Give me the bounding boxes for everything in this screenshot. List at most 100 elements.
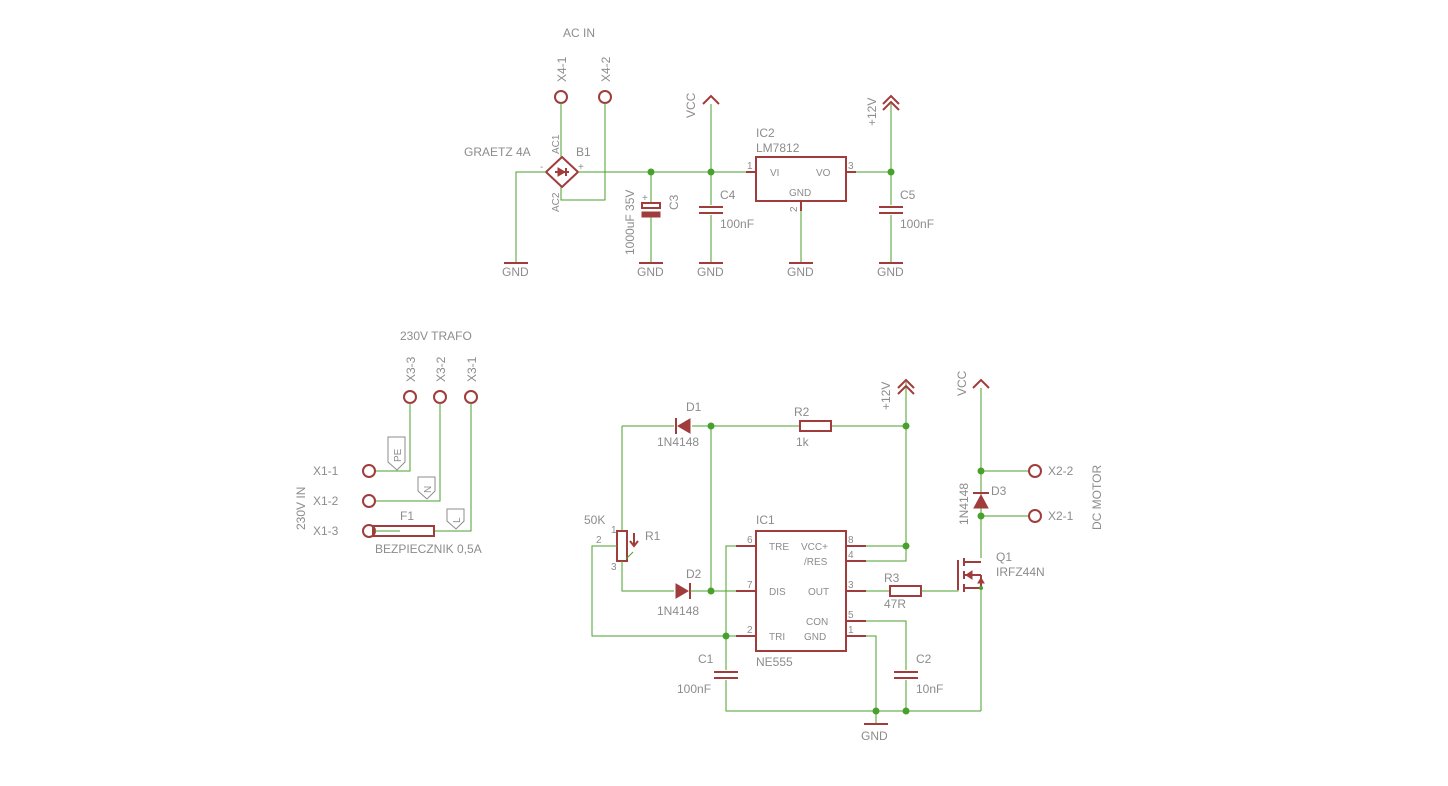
bridge-rectifier-b1[interactable] — [544, 155, 580, 189]
ic1-pin2: 2 — [747, 625, 753, 636]
capacitor-c1[interactable] — [714, 671, 738, 679]
c1-name: C1 — [698, 652, 714, 666]
ic2-pin2: 2 — [789, 206, 800, 212]
capacitor-c2[interactable] — [894, 671, 918, 679]
d2-name: D2 — [686, 567, 702, 581]
x1-1-label: X1-1 — [313, 464, 339, 478]
ic2-vi: VI — [770, 168, 779, 179]
c2-value: 10nF — [916, 682, 943, 696]
d1-name: D1 — [686, 400, 702, 414]
b1-ac1-label: AC1 — [551, 134, 562, 154]
c5-value: 100nF — [900, 217, 934, 231]
v12-label-pwm: +12V — [879, 382, 893, 410]
x3-3-label: X3-3 — [404, 356, 418, 382]
r1-pin3: 3 — [611, 562, 617, 573]
ic1-res: /RES — [804, 557, 828, 568]
v12-label-supply: +12V — [865, 98, 879, 126]
diode-d1[interactable] — [675, 418, 691, 434]
ic1-pin6: 6 — [747, 535, 753, 546]
l-label: L — [452, 517, 463, 523]
gnd-label-c5: GND — [877, 265, 904, 279]
ic1-out: OUT — [808, 587, 829, 598]
x2-2-pad[interactable] — [1028, 464, 1042, 478]
f1-value: BEZPIECZNIK 0,5A — [375, 542, 482, 556]
d2-value: 1N4148 — [657, 604, 699, 618]
ic1-pin4: 4 — [848, 550, 854, 561]
c4-name: C4 — [720, 188, 736, 202]
ic1-gnd: GND — [804, 632, 826, 643]
d1-value: 1N4148 — [657, 435, 699, 449]
ic1-name: IC1 — [756, 513, 775, 527]
x3-3-pad[interactable] — [403, 390, 417, 404]
x1-1-pad[interactable] — [362, 464, 376, 478]
gnd-label-c3: GND — [637, 265, 664, 279]
l-flag — [446, 508, 465, 530]
resistor-r3[interactable] — [889, 585, 922, 597]
b1-name: B1 — [576, 145, 591, 159]
ic1-value: NE555 — [756, 655, 793, 669]
capacitor-c3[interactable] — [641, 202, 661, 218]
ic2-name: IC2 — [756, 126, 775, 140]
ic1-pin3: 3 — [848, 580, 854, 591]
ic1-con: CON — [806, 617, 828, 628]
gnd-label-ic2: GND — [787, 265, 814, 279]
x2-1-label: X2-1 — [1048, 509, 1074, 523]
trafo-label: 230V TRAFO — [400, 329, 472, 343]
mosfet-q1[interactable] — [957, 558, 985, 592]
q1-name: Q1 — [996, 550, 1012, 564]
x3-1-pad[interactable] — [464, 390, 478, 404]
gnd-label-c4: GND — [697, 265, 724, 279]
ic1-vcc: VCC+ — [801, 542, 828, 553]
diode-d3[interactable] — [973, 492, 989, 509]
x3-2-pad[interactable] — [433, 390, 447, 404]
x1-2-pad[interactable] — [362, 494, 376, 508]
d3-value: 1N4148 — [957, 483, 971, 525]
x3-2-label: X3-2 — [434, 356, 448, 382]
c3-name: C3 — [667, 194, 681, 210]
r1-pin1: 1 — [611, 525, 617, 536]
x4-1-label: X4-1 — [555, 56, 569, 82]
x3-1-label: X3-1 — [465, 356, 479, 382]
x4-1-pad[interactable] — [554, 90, 568, 104]
ic1-dis: DIS — [769, 587, 786, 598]
r1-pin2: 2 — [596, 535, 602, 546]
vcc-label-motor: VCC — [955, 370, 969, 396]
n-flag — [417, 476, 436, 500]
b1-value: GRAETZ 4A — [464, 145, 531, 159]
x2-2-label: X2-2 — [1048, 464, 1074, 478]
x1-2-label: X1-2 — [313, 494, 339, 508]
c2-name: C2 — [916, 652, 932, 666]
ic2-vo: VO — [816, 168, 831, 179]
c3-value: 1000uF 35V — [623, 190, 637, 255]
gnd-label-pwm: GND — [861, 729, 888, 743]
fuse-f1[interactable] — [372, 525, 435, 537]
b1-plus-label: + — [578, 162, 584, 173]
capacitor-c4[interactable] — [699, 206, 723, 214]
ic1-pin5: 5 — [848, 610, 854, 621]
f1-name: F1 — [400, 509, 414, 523]
x2-1-pad[interactable] — [1028, 509, 1042, 523]
c5-name: C5 — [900, 188, 916, 202]
r3-name: R3 — [884, 571, 900, 585]
c3-plus: + — [642, 193, 648, 204]
resistor-r2[interactable] — [799, 420, 832, 432]
ac-in-label: AC IN — [563, 26, 595, 40]
ic2-pin3: 3 — [848, 161, 854, 172]
r1-value: 50K — [584, 513, 605, 527]
x1-3-label: X1-3 — [313, 524, 339, 538]
gnd-label-bridge: GND — [502, 265, 529, 279]
dc-motor-label: DC MOTOR — [1090, 465, 1104, 530]
ic1-pin8: 8 — [848, 535, 854, 546]
ic2-gnd: GND — [789, 188, 811, 199]
diode-d2[interactable] — [675, 583, 691, 599]
b1-ac2-label: AC2 — [551, 192, 562, 212]
ic2-pin1: 1 — [747, 161, 753, 172]
c1-value: 100nF — [677, 682, 711, 696]
potentiometer-r1[interactable] — [616, 530, 628, 562]
capacitor-c5[interactable] — [879, 206, 903, 214]
x4-2-label: X4-2 — [599, 56, 613, 82]
q1-value: IRFZ44N — [996, 565, 1045, 579]
x4-2-pad[interactable] — [598, 90, 612, 104]
ic1-tri: TRI — [769, 632, 785, 643]
ic2-value: LM7812 — [756, 141, 800, 155]
